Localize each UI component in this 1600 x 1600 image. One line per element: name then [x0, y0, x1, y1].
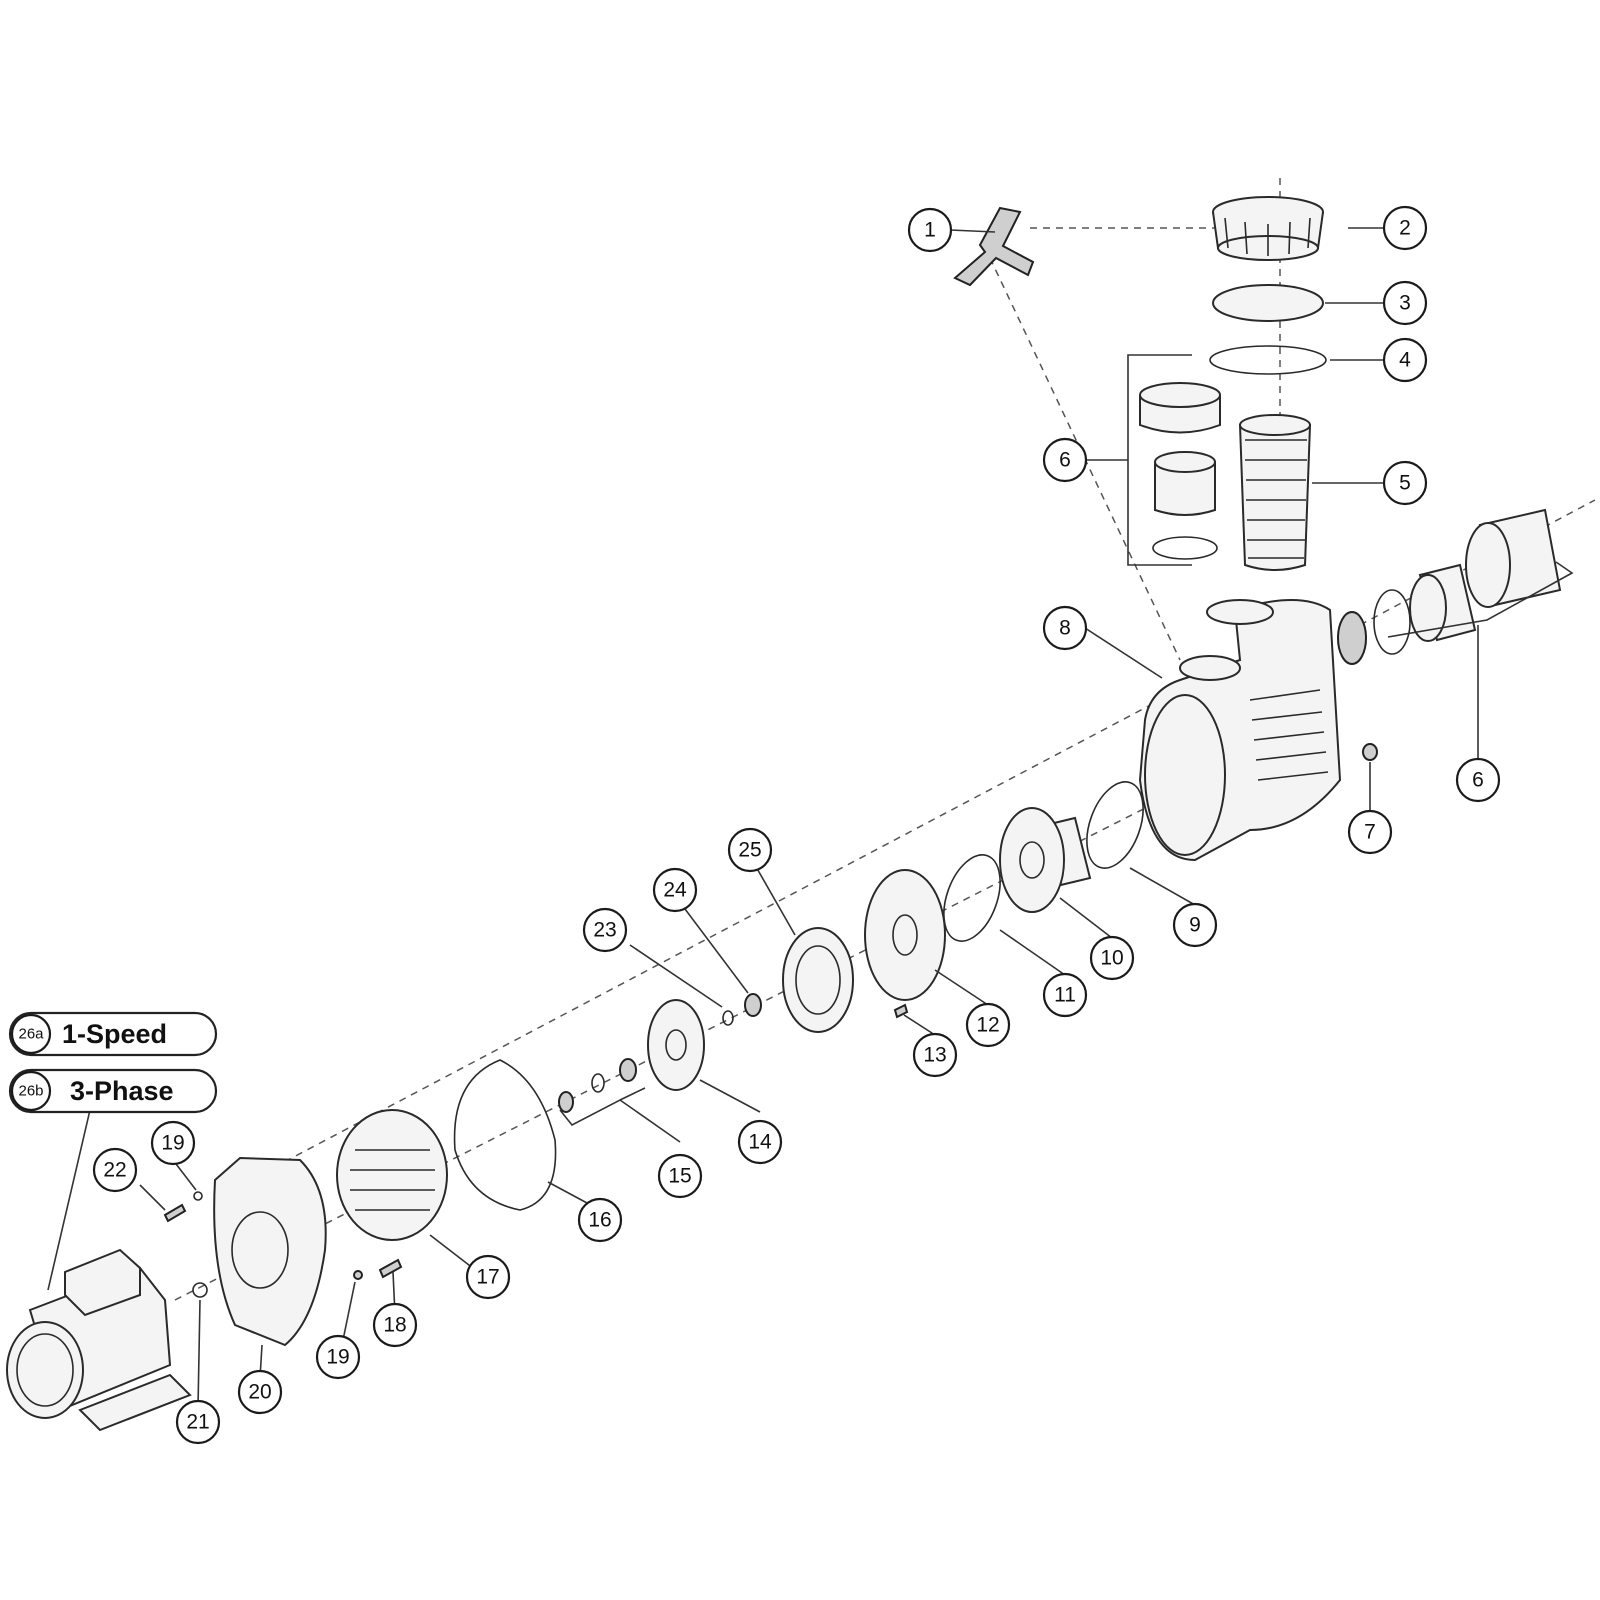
callout-number: 1: [924, 219, 936, 242]
screw-13-part: [893, 1003, 909, 1019]
callout-number: 19: [161, 1132, 184, 1155]
motor-bracket-part: [213, 1156, 327, 1347]
strainer-basket-part: [1238, 414, 1312, 571]
callout-number: 17: [476, 1266, 499, 1289]
callout-6-right: 6: [1455, 757, 1501, 803]
callout-3: 3: [1382, 280, 1428, 326]
callout-2: 2: [1382, 205, 1428, 251]
callout-number: 21: [186, 1411, 209, 1434]
callout-21: 21: [175, 1399, 221, 1445]
motor-label-26a: 26a 1-Speed: [8, 1011, 218, 1057]
diffuser-part: [999, 807, 1092, 913]
callout-6-left: 6: [1042, 437, 1088, 483]
lid-wrench-part: [953, 206, 1035, 287]
callout-23: 23: [582, 907, 628, 953]
callout-17: 17: [465, 1254, 511, 1300]
callout-10: 10: [1089, 935, 1135, 981]
washer-23-part: [722, 1010, 734, 1026]
callout-number: 10: [1100, 947, 1123, 970]
callout-number: 24: [663, 879, 687, 902]
diffuser-oring-part: [1086, 781, 1144, 869]
callout-number: 15: [668, 1165, 691, 1188]
callout-number: 19: [326, 1346, 349, 1369]
gasket-16-part: [453, 1059, 557, 1211]
callout-number: 13: [923, 1044, 946, 1067]
callout-number: 8: [1059, 617, 1071, 640]
callout-1: 1: [907, 207, 953, 253]
motor-label-26a-code: 26a: [18, 1026, 44, 1043]
callout-9: 9: [1172, 902, 1218, 948]
callout-number: 6: [1472, 769, 1484, 792]
callout-13: 13: [912, 1032, 958, 1078]
washer-19-lower-part: [353, 1270, 363, 1280]
bolt-22-part: [163, 1203, 187, 1223]
callout-22: 22: [92, 1147, 138, 1193]
callout-number: 20: [248, 1381, 271, 1404]
callouts: 1 2 3 4 5 6 6 7 8 9 10 11 12 13 14 15 16…: [92, 205, 1501, 1445]
callout-number: 6: [1059, 449, 1071, 472]
seal-kit-part: [558, 1058, 637, 1113]
callout-number: 12: [976, 1014, 999, 1037]
callout-number: 16: [588, 1209, 611, 1232]
drain-plug-part: [1362, 743, 1378, 761]
union-set-right-part: [1373, 508, 1562, 655]
main-axis-lower: [174, 754, 1251, 1301]
motor-label-26b-code: 26b: [18, 1083, 43, 1100]
callout-15: 15: [657, 1153, 703, 1199]
pump-housing-part: [1138, 599, 1367, 862]
lid-cover-part: [1212, 284, 1324, 322]
callout-number: 2: [1399, 217, 1411, 240]
seal-plate-part: [864, 869, 946, 1001]
callout-number: 18: [383, 1314, 406, 1337]
mechanical-seal-part: [744, 993, 762, 1017]
callout-number: 25: [738, 839, 761, 862]
leader-lines: [47, 227, 1574, 1409]
callout-12: 12: [965, 1002, 1011, 1048]
part-drawings: [6, 196, 1562, 1432]
callout-7: 7: [1347, 809, 1393, 855]
lid-ring-part: [1212, 196, 1324, 261]
washer-21-part: [192, 1282, 208, 1298]
callout-5: 5: [1382, 460, 1428, 506]
callout-20: 20: [237, 1369, 283, 1415]
main-axis-upper: [249, 699, 1161, 1181]
motor-label-26b-text: 3-Phase: [70, 1076, 174, 1106]
callout-8: 8: [1042, 605, 1088, 651]
callout-18: 18: [372, 1302, 418, 1348]
callout-16: 16: [577, 1197, 623, 1243]
callout-number: 3: [1399, 292, 1411, 315]
callout-19-upper: 19: [150, 1120, 196, 1166]
motor-part: [6, 1248, 192, 1432]
callout-24: 24: [652, 867, 698, 913]
washer-19-upper-part: [193, 1191, 203, 1201]
callout-number: 5: [1399, 472, 1411, 495]
callout-number: 23: [593, 919, 616, 942]
callout-25: 25: [727, 827, 773, 873]
fan-cover-part: [336, 1109, 448, 1241]
callout-19-lower: 19: [315, 1334, 361, 1380]
seal-housing-part: [782, 927, 854, 1033]
union-set-left-part: [1139, 382, 1221, 560]
callout-number: 14: [748, 1131, 772, 1154]
callout-4: 4: [1382, 337, 1428, 383]
callout-number: 4: [1399, 349, 1411, 372]
seal-plate-oring-part: [943, 854, 1001, 942]
callout-number: 7: [1364, 821, 1376, 844]
motor-label-26b: 26b 3-Phase: [8, 1068, 218, 1114]
callout-11: 11: [1042, 972, 1088, 1018]
callout-number: 22: [103, 1159, 126, 1182]
callout-14: 14: [737, 1119, 783, 1165]
motor-label-26a-text: 1-Speed: [62, 1019, 167, 1049]
impeller-part: [647, 999, 705, 1091]
callout-number: 11: [1054, 984, 1076, 1007]
lid-oring-part: [1209, 345, 1327, 375]
callout-number: 9: [1189, 914, 1201, 937]
screw-18-part: [378, 1258, 403, 1279]
